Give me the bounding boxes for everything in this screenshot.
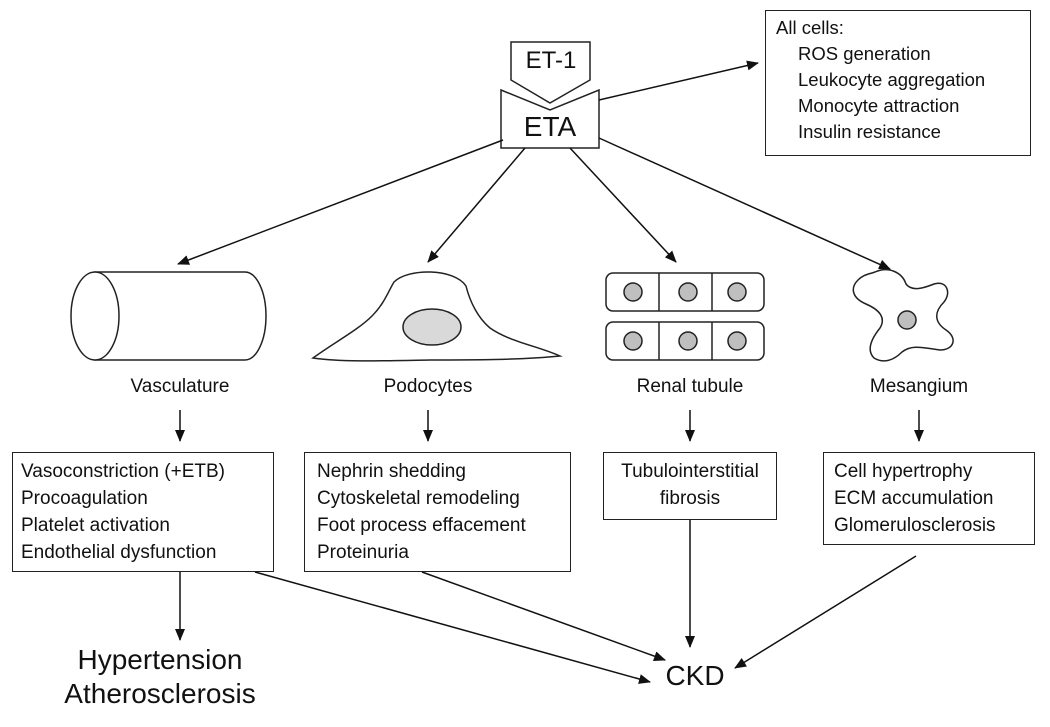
vasculature-effect: Platelet activation xyxy=(21,515,170,536)
renal-tubule-effect: fibrosis xyxy=(659,488,721,509)
podocytes-effect: Cytoskeletal remodeling xyxy=(317,488,520,509)
vasculature-effect: Procoagulation xyxy=(21,488,148,509)
vasculature-effect: Vasoconstriction (+ETB) xyxy=(21,461,225,482)
vasculature-effects-box: Vasoconstriction (+ETB) Procoagulation P… xyxy=(12,452,274,572)
vasculature-label: Vasculature xyxy=(130,376,230,397)
eta-receptor-shape xyxy=(500,88,600,149)
all-cells-effect: Leukocyte aggregation xyxy=(798,69,986,90)
arrow-eta-to-vasculature xyxy=(177,139,504,265)
arrow-podocytes-to-ckd xyxy=(421,571,666,661)
podocytes-effects-box: Nephrin shedding Cytoskeletal remodeling… xyxy=(304,452,571,572)
vasculature-icon xyxy=(70,271,267,361)
podocytes-effect: Nephrin shedding xyxy=(317,461,466,482)
podocyte-icon xyxy=(311,271,563,362)
hypertension-outcome: Hypertension xyxy=(77,644,243,675)
arrow-eta-to-renal-tubule xyxy=(569,147,677,263)
all-cells-box: All cells: ROS generation Leukocyte aggr… xyxy=(765,10,1031,156)
podocytes-label: Podocytes xyxy=(383,376,473,397)
atherosclerosis-outcome: Atherosclerosis xyxy=(64,678,256,709)
ckd-outcome: CKD xyxy=(665,660,725,691)
arrow-mesangium-to-ckd xyxy=(734,555,917,669)
podocytes-effect: Foot process effacement xyxy=(317,515,526,536)
et1-ligand-shape xyxy=(510,41,591,104)
mesangium-effect: Glomerulosclerosis xyxy=(834,515,996,536)
vasculature-effect: Endothelial dysfunction xyxy=(21,542,217,563)
mesangium-effects-box: Cell hypertrophy ECM accumulation Glomer… xyxy=(823,452,1035,545)
all-cells-effect: Insulin resistance xyxy=(798,121,941,142)
mesangium-label: Mesangium xyxy=(869,376,969,397)
arrow-eta-to-podocytes xyxy=(427,147,526,263)
arrow-eta-to-mesangium xyxy=(598,137,891,270)
renal-tubule-effects-box: Tubulointerstitial fibrosis xyxy=(603,452,777,520)
podocytes-effect: Proteinuria xyxy=(317,542,409,563)
eta-label: ETA xyxy=(523,111,577,142)
renal-tubule-icon xyxy=(605,272,765,361)
all-cells-title: All cells: xyxy=(776,17,844,38)
all-cells-effect: ROS generation xyxy=(798,43,931,64)
mesangium-effect: Cell hypertrophy xyxy=(834,461,973,482)
arrow-eta-to-all-cells xyxy=(598,60,759,101)
et1-label: ET-1 xyxy=(525,47,577,74)
mesangial-cell-icon xyxy=(852,268,954,362)
arrow-vasculature-to-ckd xyxy=(254,571,651,684)
renal-tubule-label: Renal tubule xyxy=(636,376,744,397)
all-cells-effect: Monocyte attraction xyxy=(798,95,960,116)
mesangium-effect: ECM accumulation xyxy=(834,488,994,509)
renal-tubule-effect: Tubulointerstitial xyxy=(621,461,759,482)
